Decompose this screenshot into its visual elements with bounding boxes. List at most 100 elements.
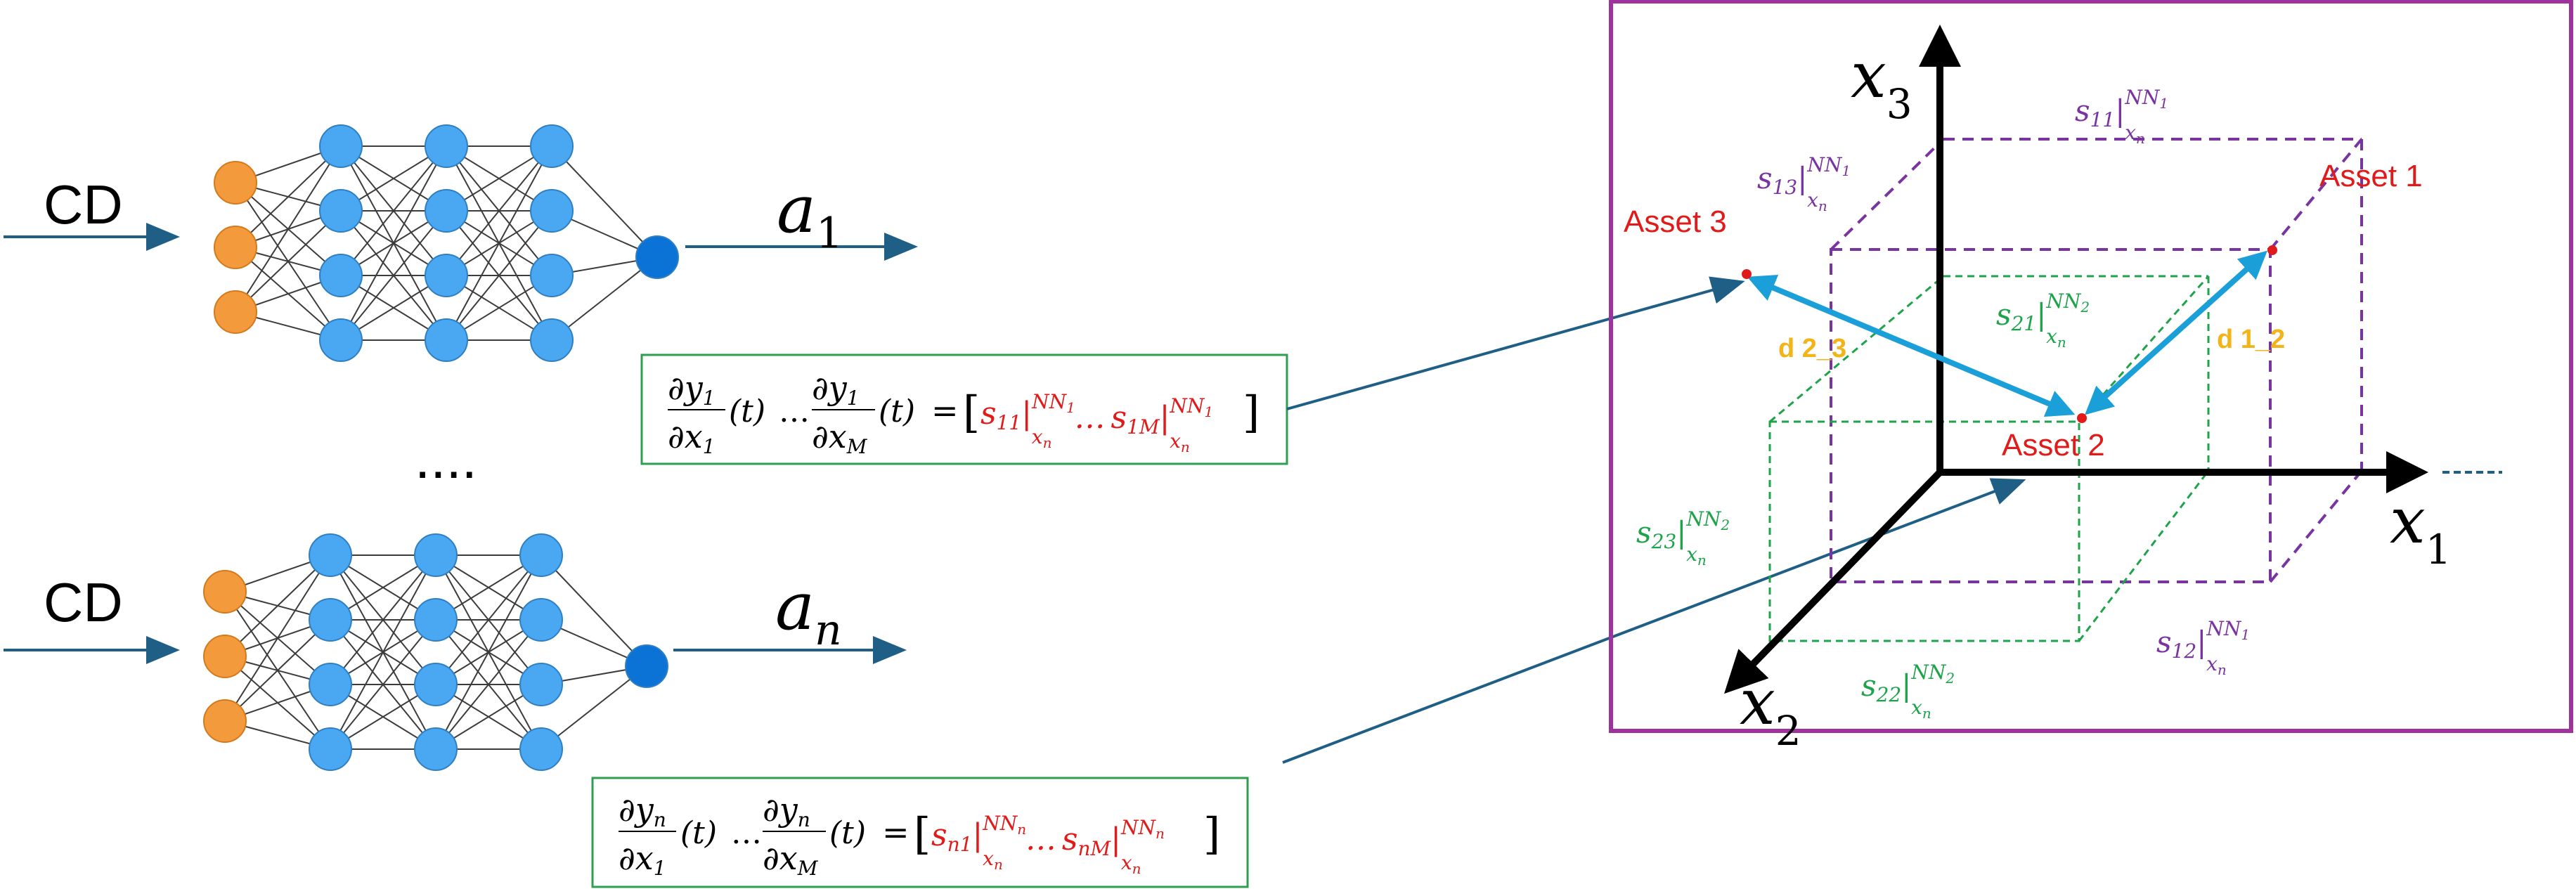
partial-fraction-1: ∂y1 ∂x1 xyxy=(668,369,725,458)
partial-fraction-2: ∂yn ∂xM xyxy=(763,791,826,880)
network-edge xyxy=(340,210,447,341)
network-edge xyxy=(224,554,331,657)
network-edge xyxy=(446,210,552,341)
input-node xyxy=(203,699,247,743)
output-label: a1 xyxy=(777,171,843,258)
input-node xyxy=(203,570,247,614)
network-edge xyxy=(224,554,331,722)
network-edge xyxy=(446,145,552,341)
svg-text:∂xM: ∂xM xyxy=(763,839,819,880)
hidden-node xyxy=(530,124,574,168)
svg-text:∂yn: ∂yn xyxy=(763,791,810,831)
svg-text:∂y1: ∂y1 xyxy=(812,369,860,410)
partial-fraction-2: ∂y1 ∂xM xyxy=(812,369,875,458)
formula-equals: = xyxy=(931,391,959,429)
hidden-node xyxy=(414,727,458,771)
formula-dots-1: … xyxy=(779,394,810,429)
formula-t-1: (t) xyxy=(729,394,765,429)
x1-axis-label: x1 xyxy=(2390,484,2452,573)
hidden-node xyxy=(425,318,468,362)
formula-bracket-right: ] xyxy=(1243,387,1260,438)
distance-arrow-2-3 xyxy=(1747,274,2076,417)
hidden-node xyxy=(519,533,563,577)
asset-space-panel: x3 x1 x2 Asset 1 Asset 2 Asset 3 d 1_2 d… xyxy=(1609,0,2573,755)
hidden-node xyxy=(309,598,352,642)
network-edge xyxy=(541,554,647,667)
hidden-node xyxy=(530,318,574,362)
neural-network-1: CD a1 xyxy=(4,124,918,362)
hidden-node xyxy=(519,663,563,706)
network-edge xyxy=(340,145,447,341)
distance-label-2-3: d 2_3 xyxy=(1778,334,1846,363)
network-edge xyxy=(551,257,658,341)
hidden-node xyxy=(530,189,574,233)
ellipsis: .... xyxy=(415,427,477,490)
network-edge xyxy=(235,145,342,248)
hidden-node xyxy=(519,727,563,771)
hidden-node xyxy=(530,254,574,297)
network-edges xyxy=(224,554,647,750)
network-edge xyxy=(235,210,342,313)
hidden-node xyxy=(425,254,468,297)
formula-bracket-right: ] xyxy=(1203,808,1220,859)
input-label: CD xyxy=(44,174,123,235)
x2-axis-label: x2 xyxy=(1740,666,1801,755)
network-edge xyxy=(340,145,447,276)
hidden-node xyxy=(309,533,352,577)
neural-network-2: CD an xyxy=(4,533,907,771)
asset-label-2: Asset 2 xyxy=(2002,428,2105,462)
connector-arrow-2 xyxy=(1282,478,2026,764)
hidden-node xyxy=(319,124,363,168)
formula-bracket-left: [ xyxy=(963,387,980,438)
asset-label-1: Asset 1 xyxy=(2319,159,2423,193)
network-edge xyxy=(446,145,552,276)
purple-cuboid xyxy=(1830,138,2363,583)
hidden-node xyxy=(414,533,458,577)
asset-point-1 xyxy=(2267,245,2277,255)
hidden-node xyxy=(309,727,352,771)
network-edge xyxy=(330,619,436,750)
hidden-node xyxy=(309,663,352,706)
green-cuboid xyxy=(1768,275,2210,642)
formula-frame xyxy=(591,777,1249,888)
network-nodes xyxy=(203,533,668,771)
network-edge xyxy=(541,666,647,750)
network-edge xyxy=(435,554,542,750)
network-edge xyxy=(330,554,436,750)
partial-fraction-1: ∂yn ∂x1 xyxy=(619,791,676,880)
input-node xyxy=(214,161,257,205)
hidden-node xyxy=(319,189,363,233)
hidden-node xyxy=(414,598,458,642)
output-node xyxy=(625,644,668,688)
network-edge xyxy=(235,145,342,313)
formula-t-2: (t) xyxy=(829,815,866,851)
input-label: CD xyxy=(44,571,123,633)
network-edge xyxy=(435,619,542,750)
formula-t-2: (t) xyxy=(879,394,915,429)
connector-arrow-1 xyxy=(1286,276,1745,410)
formula-dots-1: … xyxy=(731,815,762,851)
x2-axis xyxy=(1724,469,1943,694)
network-nodes xyxy=(214,124,679,362)
formula-bracket-left: [ xyxy=(914,808,931,859)
network-edge xyxy=(224,619,331,722)
network-edge xyxy=(330,554,436,685)
formula-equals: = xyxy=(882,813,910,851)
x3-axis-label: x3 xyxy=(1851,39,1912,128)
asset-point-2 xyxy=(2077,413,2087,423)
distance-label-1-2: d 1_2 xyxy=(2217,325,2285,354)
network-edge xyxy=(551,145,658,258)
hidden-node xyxy=(319,318,363,362)
svg-text:∂yn: ∂yn xyxy=(619,791,666,831)
input-node xyxy=(214,226,257,269)
hidden-node xyxy=(319,254,363,297)
